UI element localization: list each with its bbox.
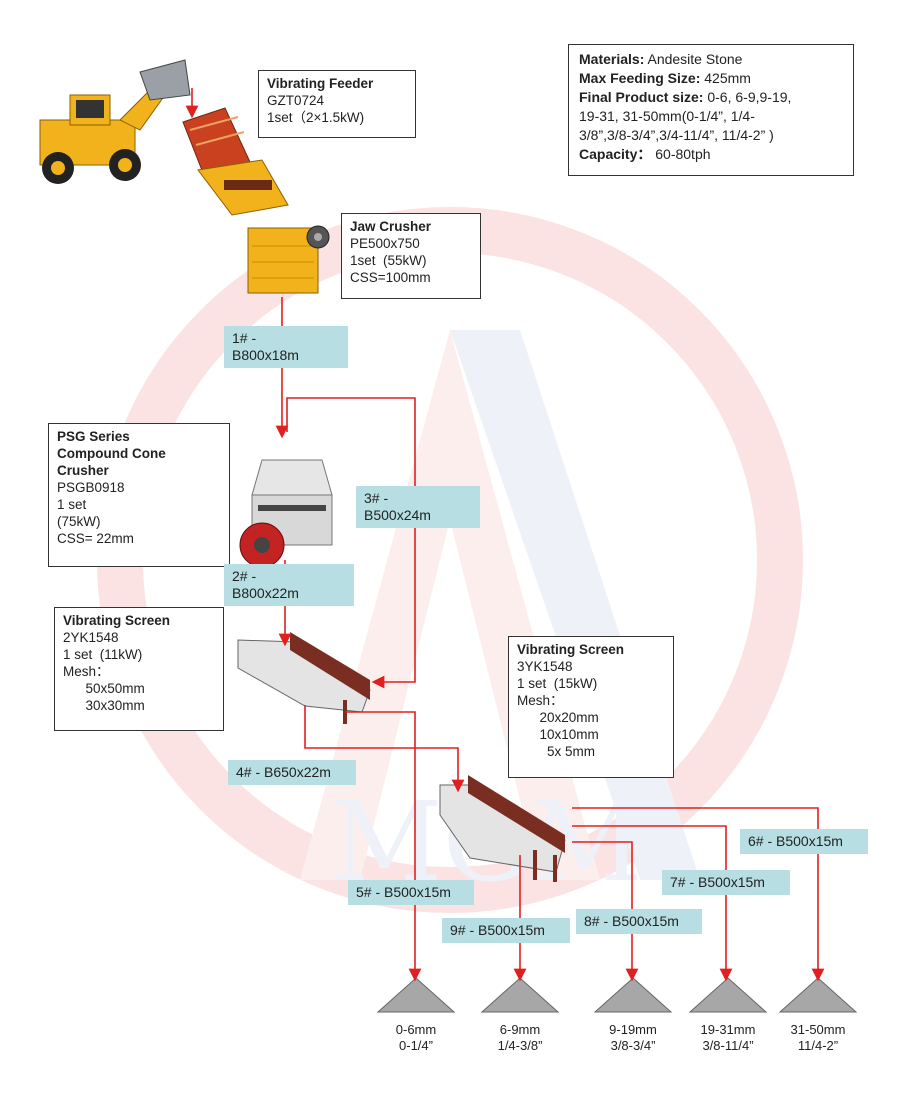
screen-1-mesh-label: Mesh：: [63, 664, 110, 679]
capacity-value: 60-80tph: [651, 146, 711, 162]
jaw-crusher-title: Jaw Crusher: [350, 219, 432, 234]
final-size-value: 0-6, 6-9,9-19,: [703, 89, 792, 105]
final-size-line2: 19-31, 31-50mm(0-1/4”, 1/4-: [579, 108, 755, 124]
wheel-loader-image: [39, 59, 191, 184]
cone-crusher-spec-2: (75kW): [57, 514, 101, 529]
product-label-2: 9-19mm 3/8-3/4”: [588, 1022, 678, 1054]
product-mm: 31-50mm: [790, 1022, 846, 1037]
cone-crusher-title-3: Crusher: [57, 463, 109, 478]
jaw-crusher-spec: 1set (55kW): [350, 253, 427, 268]
belt-6-label: 6# - B500x15m: [740, 829, 868, 854]
cone-crusher-title-2: Compound Cone: [57, 446, 166, 461]
product-label-3: 19-31mm 3/8-11/4”: [683, 1022, 773, 1054]
capacity-label: Capacity：: [579, 146, 652, 162]
belt-1-number: 1# -: [232, 330, 257, 346]
product-mm: 0-6mm: [395, 1022, 437, 1037]
vibrating-screen-2-box: Vibrating Screen 3YK1548 1 set (15kW) Me…: [508, 636, 674, 778]
vibrating-feeder-image: [182, 107, 289, 216]
vibrating-screen-2-image: [439, 775, 566, 882]
screen-2-mesh-2: 10x10mm: [517, 727, 599, 742]
materials-value: Andesite Stone: [644, 51, 743, 67]
jaw-crusher-box: Jaw Crusher PE500x750 1set (55kW) CSS=10…: [341, 213, 481, 299]
belt-1-label: 1# - B800x18m: [224, 326, 348, 368]
vibrating-screen-1-box: Vibrating Screen 2YK1548 1 set (11kW) Me…: [54, 607, 224, 731]
belt-1-spec: B800x18m: [232, 347, 299, 363]
product-label-0: 0-6mm 0-1/4”: [371, 1022, 461, 1054]
belt-2-label: 2# - B800x22m: [224, 564, 354, 606]
belt-5-label: 5# - B500x15m: [348, 880, 474, 905]
materials-info-box: Materials: Andesite Stone Max Feeding Si…: [568, 44, 854, 176]
screen-2-mesh-3: 5x 5mm: [517, 744, 596, 759]
cone-crusher-model: PSGB0918: [57, 480, 125, 495]
max-feed-value: 425mm: [700, 70, 751, 86]
cone-crusher-title-1: PSG Series: [57, 429, 130, 444]
vibrating-feeder-spec: 1set（2×1.5kW): [267, 110, 365, 125]
screen-2-spec: 1 set (15kW): [517, 676, 598, 691]
screen-1-spec: 1 set (11kW): [63, 647, 143, 662]
jaw-crusher-model: PE500x750: [350, 236, 420, 251]
product-label-1: 6-9mm 1/4-3/8”: [475, 1022, 565, 1054]
product-mm: 19-31mm: [700, 1022, 756, 1037]
product-piles: [376, 977, 858, 1013]
vibrating-feeder-model: GZT0724: [267, 93, 325, 108]
jaw-crusher-css: CSS=100mm: [350, 270, 431, 285]
screen-1-mesh-2: 30x30mm: [63, 698, 145, 713]
cone-crusher-image: [239, 459, 333, 568]
cone-crusher-spec-1: 1 set: [57, 497, 87, 512]
product-mm: 9-19mm: [609, 1022, 657, 1037]
belt-3-spec: B500x24m: [364, 507, 431, 523]
product-inch: 11/4-2”: [797, 1038, 839, 1053]
materials-label: Materials:: [579, 51, 645, 67]
product-mm: 6-9mm: [499, 1022, 541, 1037]
product-inch: 3/8-11/4”: [702, 1038, 754, 1053]
jaw-crusher-image: [247, 225, 330, 294]
belt-8-label: 8# - B500x15m: [576, 909, 702, 934]
product-inch: 1/4-3/8”: [497, 1038, 543, 1053]
screen-1-mesh-1: 50x50mm: [63, 681, 145, 696]
belt-7-label: 7# - B500x15m: [662, 870, 790, 895]
belt-4-label: 4# - B650x22m: [228, 760, 356, 785]
belt-3-label: 3# - B500x24m: [356, 486, 480, 528]
cone-crusher-css: CSS= 22mm: [57, 531, 134, 546]
belt-2-number: 2# -: [232, 568, 257, 584]
belt-2-spec: B800x22m: [232, 585, 299, 601]
belt-9-label: 9# - B500x15m: [442, 918, 570, 943]
max-feed-label: Max Feeding Size:: [579, 70, 701, 86]
screen-2-model: 3YK1548: [517, 659, 573, 674]
vibrating-feeder-title: Vibrating Feeder: [267, 76, 374, 91]
vibrating-feeder-box: Vibrating Feeder GZT0724 1set（2×1.5kW): [258, 70, 416, 138]
product-inch: 3/8-3/4”: [610, 1038, 656, 1053]
screen-2-title: Vibrating Screen: [517, 642, 625, 657]
screen-2-mesh-1: 20x20mm: [517, 710, 599, 725]
final-size-label: Final Product size:: [579, 89, 704, 105]
cone-crusher-box: PSG Series Compound Cone Crusher PSGB091…: [48, 423, 230, 567]
screen-2-mesh-label: Mesh：: [517, 693, 564, 708]
product-label-4: 31-50mm 11/4-2”: [773, 1022, 863, 1054]
product-inch: 0-1/4”: [399, 1038, 433, 1053]
belt-3-number: 3# -: [364, 490, 389, 506]
final-size-line3: 3/8”,3/8-3/4”,3/4-11/4”, 11/4-2” ): [579, 127, 774, 143]
screen-1-title: Vibrating Screen: [63, 613, 171, 628]
screen-1-model: 2YK1548: [63, 630, 119, 645]
